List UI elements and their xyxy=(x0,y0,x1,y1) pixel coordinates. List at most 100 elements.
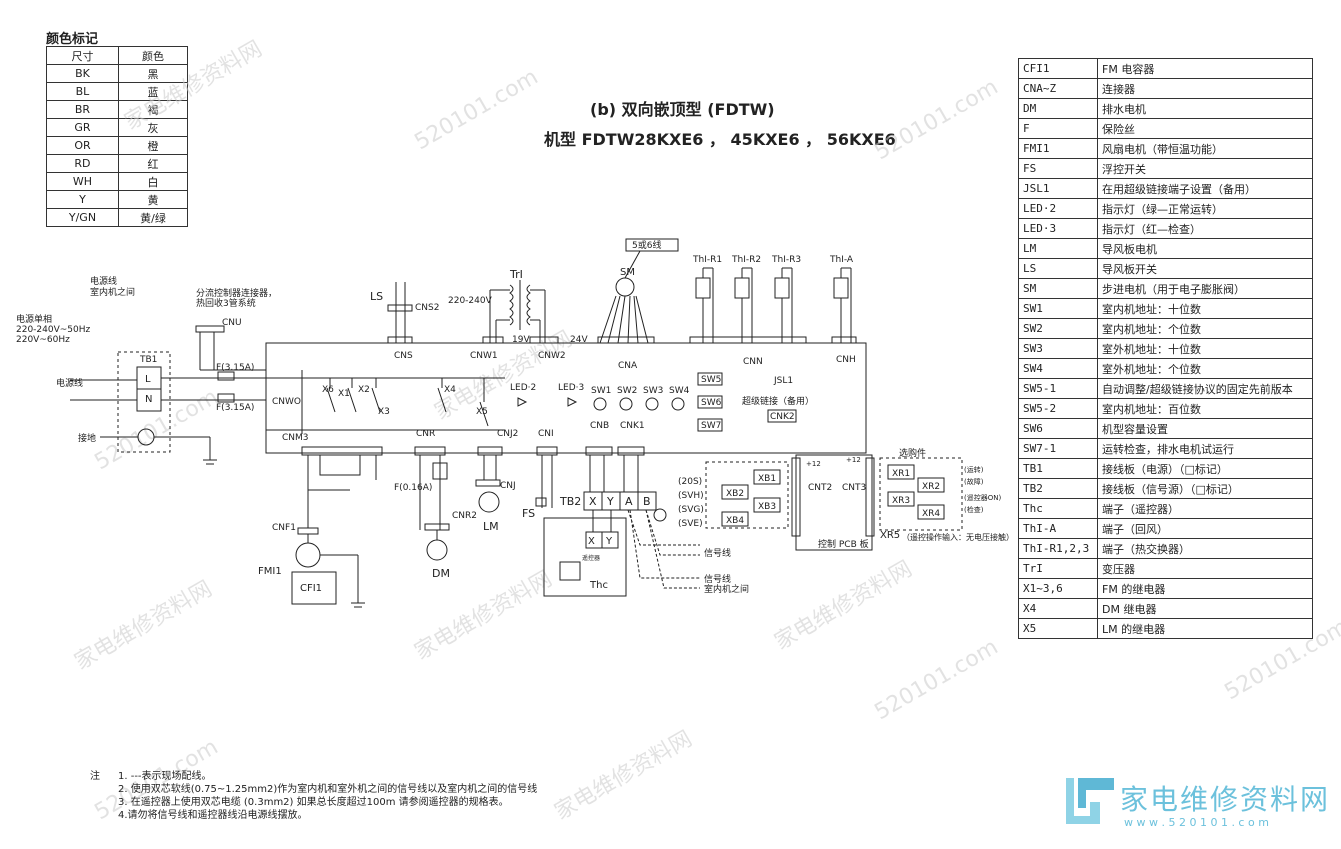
label-signal2: 信号线 xyxy=(704,573,731,585)
cnk2-block xyxy=(767,409,797,423)
component-description: 变压器 xyxy=(1097,558,1313,579)
label-xr5-note: （遥控操作输入：无电压接触） xyxy=(902,532,1014,542)
led-symbols xyxy=(517,397,578,407)
watermark-text: 520101.com xyxy=(411,65,543,156)
label-branch2: 热回收3管系统 xyxy=(196,297,256,309)
label-tb1: TB1 xyxy=(139,355,157,365)
component-description: 室外机地址：个位数 xyxy=(1097,358,1313,379)
component-description: 机型容量设置 xyxy=(1097,418,1313,439)
label-cnf1: CNF1 xyxy=(272,523,296,533)
cnr2-connector xyxy=(424,523,450,531)
component-description: 端子（热交换器） xyxy=(1097,538,1313,559)
label-x3: X3 xyxy=(378,407,390,417)
options-right-frame xyxy=(879,457,963,531)
label-cnn: CNN xyxy=(743,357,763,367)
label-power-line2: 电源线 xyxy=(56,377,83,389)
label-thc: Thc xyxy=(589,580,608,591)
label-fuse3: F(0.16A) xyxy=(394,483,432,493)
watermark-text: 家电维修资料网 xyxy=(411,567,557,666)
label-cf: CFI1 xyxy=(300,583,322,594)
label-sw6: SW6 xyxy=(701,398,722,408)
label-20s: (20S) xyxy=(678,477,702,487)
legend-code: OR xyxy=(46,136,119,155)
note-2: 2. 使用双芯软线(0.75~1.25mm2)作为室内机和室外机之间的信号线以及… xyxy=(118,784,538,795)
xb4-relay xyxy=(721,511,749,527)
label-cnt2: CNT2 xyxy=(808,483,832,493)
label-tha: ThI-A xyxy=(829,255,854,265)
xb1-relay xyxy=(753,469,781,485)
label-xr2: XR2 xyxy=(922,482,940,492)
component-description: 排水电机 xyxy=(1097,98,1313,119)
label-fuse1: F(3.15A) xyxy=(216,363,254,373)
component-description: 接线板（电源）（□标记） xyxy=(1097,458,1313,479)
sm-wires xyxy=(599,295,649,344)
cnm3-connector xyxy=(301,446,383,456)
component-description: 室外机地址：十位数 xyxy=(1097,338,1313,359)
cnt3-connector xyxy=(865,457,875,537)
label-cnj: CNJ xyxy=(500,481,516,491)
label-xr1: XR1 xyxy=(892,469,910,479)
sw7-block xyxy=(697,418,723,432)
fm-capacitor-box xyxy=(291,571,337,605)
label-sw3: SW3 xyxy=(643,386,663,396)
cnm3-terminals xyxy=(319,454,361,476)
sw3-dial xyxy=(645,397,659,411)
logo-text: 家电维修资料网 xyxy=(1120,783,1331,816)
cnb-connector xyxy=(585,446,613,456)
logo-url: w w w . 5 2 0 1 0 1 . c o m xyxy=(1124,816,1269,829)
label-x2: X2 xyxy=(358,385,370,395)
cna-connector xyxy=(597,336,655,344)
cnk1-connector xyxy=(617,446,645,456)
component-description: 导风板电机 xyxy=(1097,238,1313,259)
label-xb3: XB3 xyxy=(758,502,776,512)
label-x1: X1 xyxy=(338,389,350,399)
label-cnb: CNB xyxy=(590,421,609,431)
component-description: 自动调整/超级链接协议的固定先前版本 xyxy=(1097,378,1313,399)
label-thc-x: X xyxy=(588,536,595,547)
legend-header-row: 尺寸颜色 xyxy=(46,46,189,65)
cnj2-connector xyxy=(477,446,503,456)
label-cns2: CNS2 xyxy=(415,303,439,313)
transformer-secondary xyxy=(526,284,531,326)
watermark-text: 520101.com xyxy=(1221,615,1341,706)
xr4-relay xyxy=(917,504,945,520)
label-cnu: CNU xyxy=(222,318,242,328)
xb3-relay xyxy=(753,497,781,513)
label-dm: DM xyxy=(432,567,450,580)
signal-lines xyxy=(627,509,700,589)
label-power-line: 电源线 xyxy=(90,275,117,287)
cnw2-connector xyxy=(529,336,559,344)
cns-connector xyxy=(387,336,413,344)
label-thr3: ThI-R3 xyxy=(771,255,801,265)
legend-code: BR xyxy=(46,100,119,119)
label-lm: LM xyxy=(483,520,499,533)
component-description: LM 的继电器 xyxy=(1097,618,1313,639)
label-sw2: SW2 xyxy=(617,386,637,396)
remote-controller-box xyxy=(543,517,627,597)
label-n: N xyxy=(145,394,152,405)
component-code: CFI1 xyxy=(1018,58,1098,79)
label-cnw1: CNW1 xyxy=(470,351,498,361)
legend-header-cell: 颜色 xyxy=(117,46,189,65)
label-err: (故障) xyxy=(964,477,984,486)
component-description: FM 的继电器 xyxy=(1097,578,1313,599)
component-description: 端子（回风） xyxy=(1097,518,1313,539)
sw4-dial xyxy=(671,397,685,411)
logo-icon xyxy=(1066,778,1114,824)
tb2-ground xyxy=(653,508,667,522)
label-sm: SM xyxy=(620,267,635,278)
label-check: (检查) xyxy=(964,505,984,514)
tb1-dashed-frame xyxy=(117,351,171,453)
label-cnm3: CNM3 xyxy=(282,433,309,443)
relay-contacts xyxy=(326,387,489,427)
